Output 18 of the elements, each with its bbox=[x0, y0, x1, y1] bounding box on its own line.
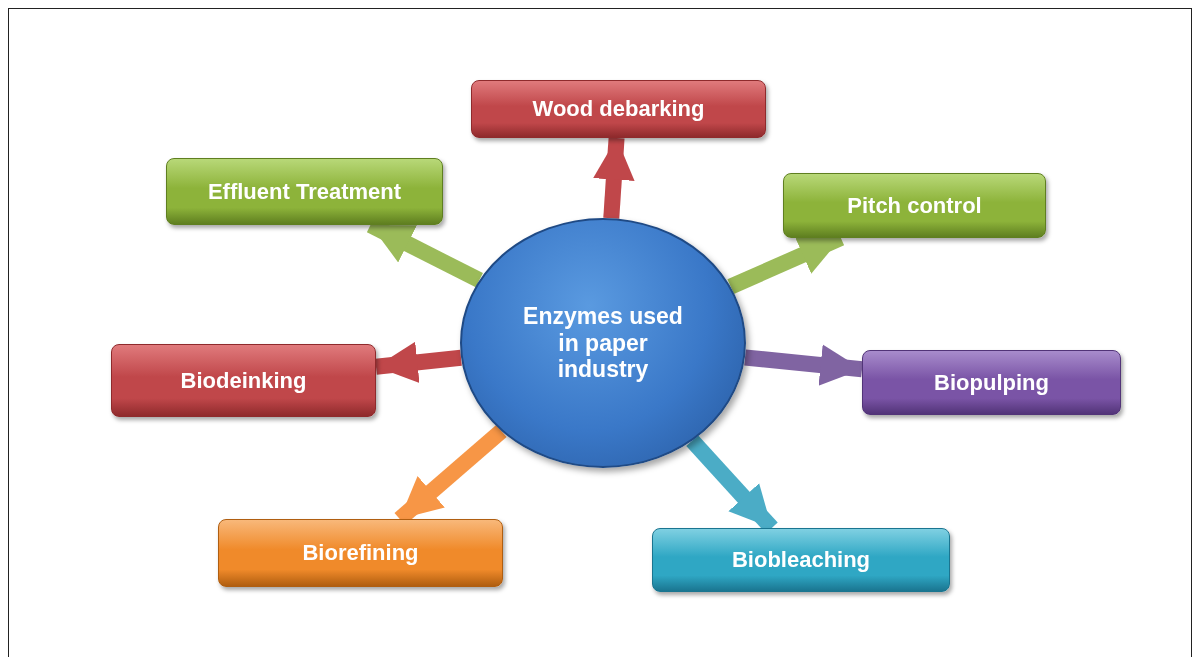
block-arrow bbox=[375, 341, 462, 384]
box-label: Pitch control bbox=[847, 192, 982, 219]
application-box bbox=[652, 528, 950, 592]
application-box bbox=[862, 350, 1121, 415]
application-box bbox=[218, 519, 503, 587]
application-box bbox=[166, 158, 443, 225]
box-label: Effluent Treatment bbox=[207, 178, 402, 205]
box-label: Biopulping bbox=[934, 369, 1049, 396]
application-box bbox=[471, 80, 766, 138]
block-arrow bbox=[744, 344, 863, 386]
application-box bbox=[783, 173, 1046, 238]
center-label: Enzymes used in paper industry bbox=[522, 303, 684, 383]
block-arrow bbox=[593, 137, 635, 219]
application-box bbox=[111, 344, 376, 417]
box-label: Biorefining bbox=[302, 540, 419, 566]
box-label: Wood debarking bbox=[532, 96, 705, 122]
box-label: Biodeinking bbox=[180, 367, 307, 394]
box-label: Biobleaching bbox=[731, 547, 871, 573]
